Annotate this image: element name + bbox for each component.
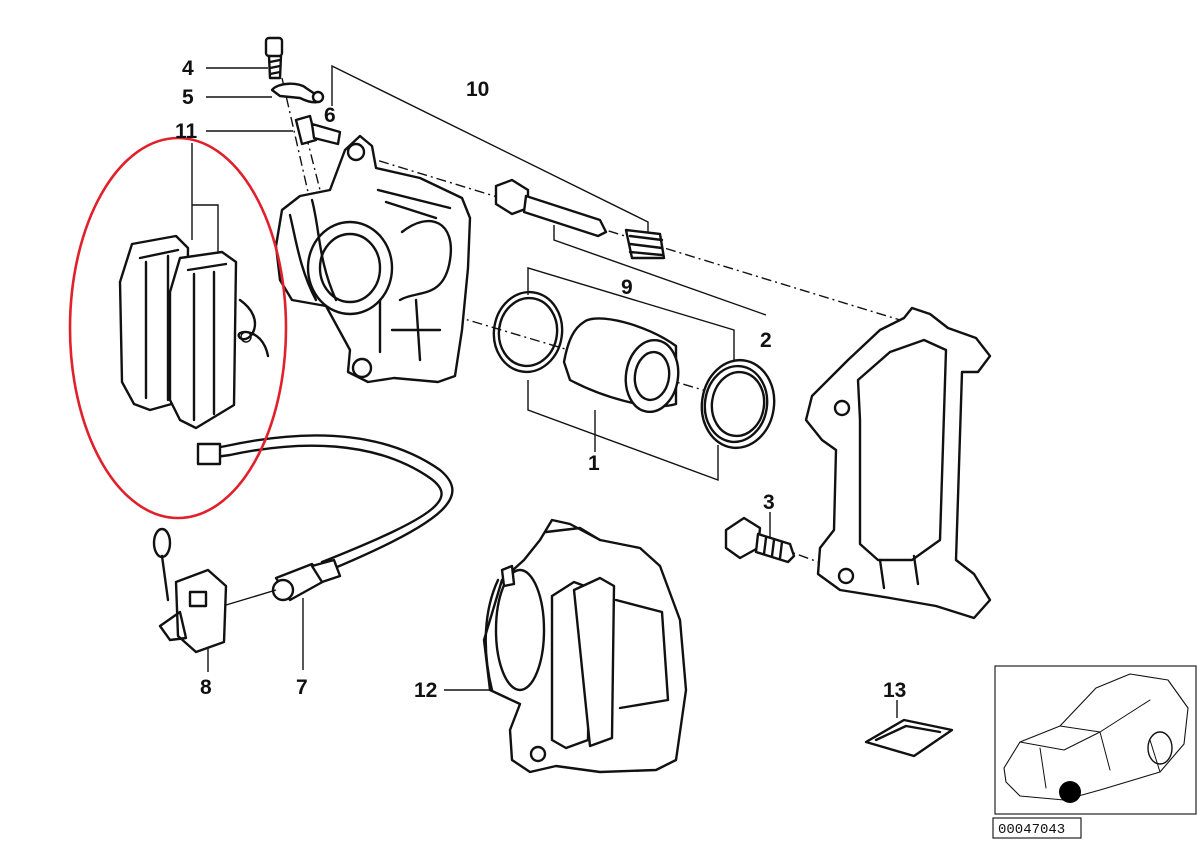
- callout-8: 8: [200, 676, 212, 699]
- callout-13: 13: [883, 679, 906, 702]
- callout-labels: 4 5 6 10 11 9 2 1 3 8 7 12 13: [175, 57, 906, 702]
- piston: [562, 317, 680, 414]
- callout-7: 7: [296, 676, 308, 699]
- bleeder-screw: [264, 36, 325, 104]
- callout-9: 9: [621, 276, 633, 299]
- wear-sensor-wire: [196, 434, 454, 602]
- caliper-housing: [274, 134, 472, 384]
- bolt-11: [294, 114, 342, 146]
- brake-pads: [118, 234, 270, 430]
- callout-11: 11: [175, 120, 198, 143]
- diagram-id-box: 00047043: [992, 817, 1082, 839]
- callout-6: 6: [324, 104, 336, 127]
- seal-ring: [492, 290, 564, 374]
- sensor-clip: [152, 527, 277, 654]
- callout-12: 12: [414, 679, 437, 702]
- callout-10: 10: [466, 78, 489, 101]
- callout-2: 2: [760, 329, 772, 352]
- caliper-assembly: [482, 518, 688, 774]
- diagram-id: 00047043: [998, 822, 1065, 838]
- caliper-carrier: [804, 306, 992, 620]
- car-location-thumbnail: [994, 665, 1197, 815]
- callout-3: 3: [763, 491, 775, 514]
- grease-packet: [864, 718, 954, 758]
- location-marker: [1059, 781, 1081, 803]
- callout-4: 4: [182, 57, 194, 80]
- callout-1: 1: [588, 452, 600, 475]
- highlight-ring: [68, 136, 288, 520]
- bolt-3: [724, 516, 796, 564]
- guide-pin: [494, 178, 666, 260]
- callout-5: 5: [182, 86, 194, 109]
- dust-boot: [700, 358, 776, 450]
